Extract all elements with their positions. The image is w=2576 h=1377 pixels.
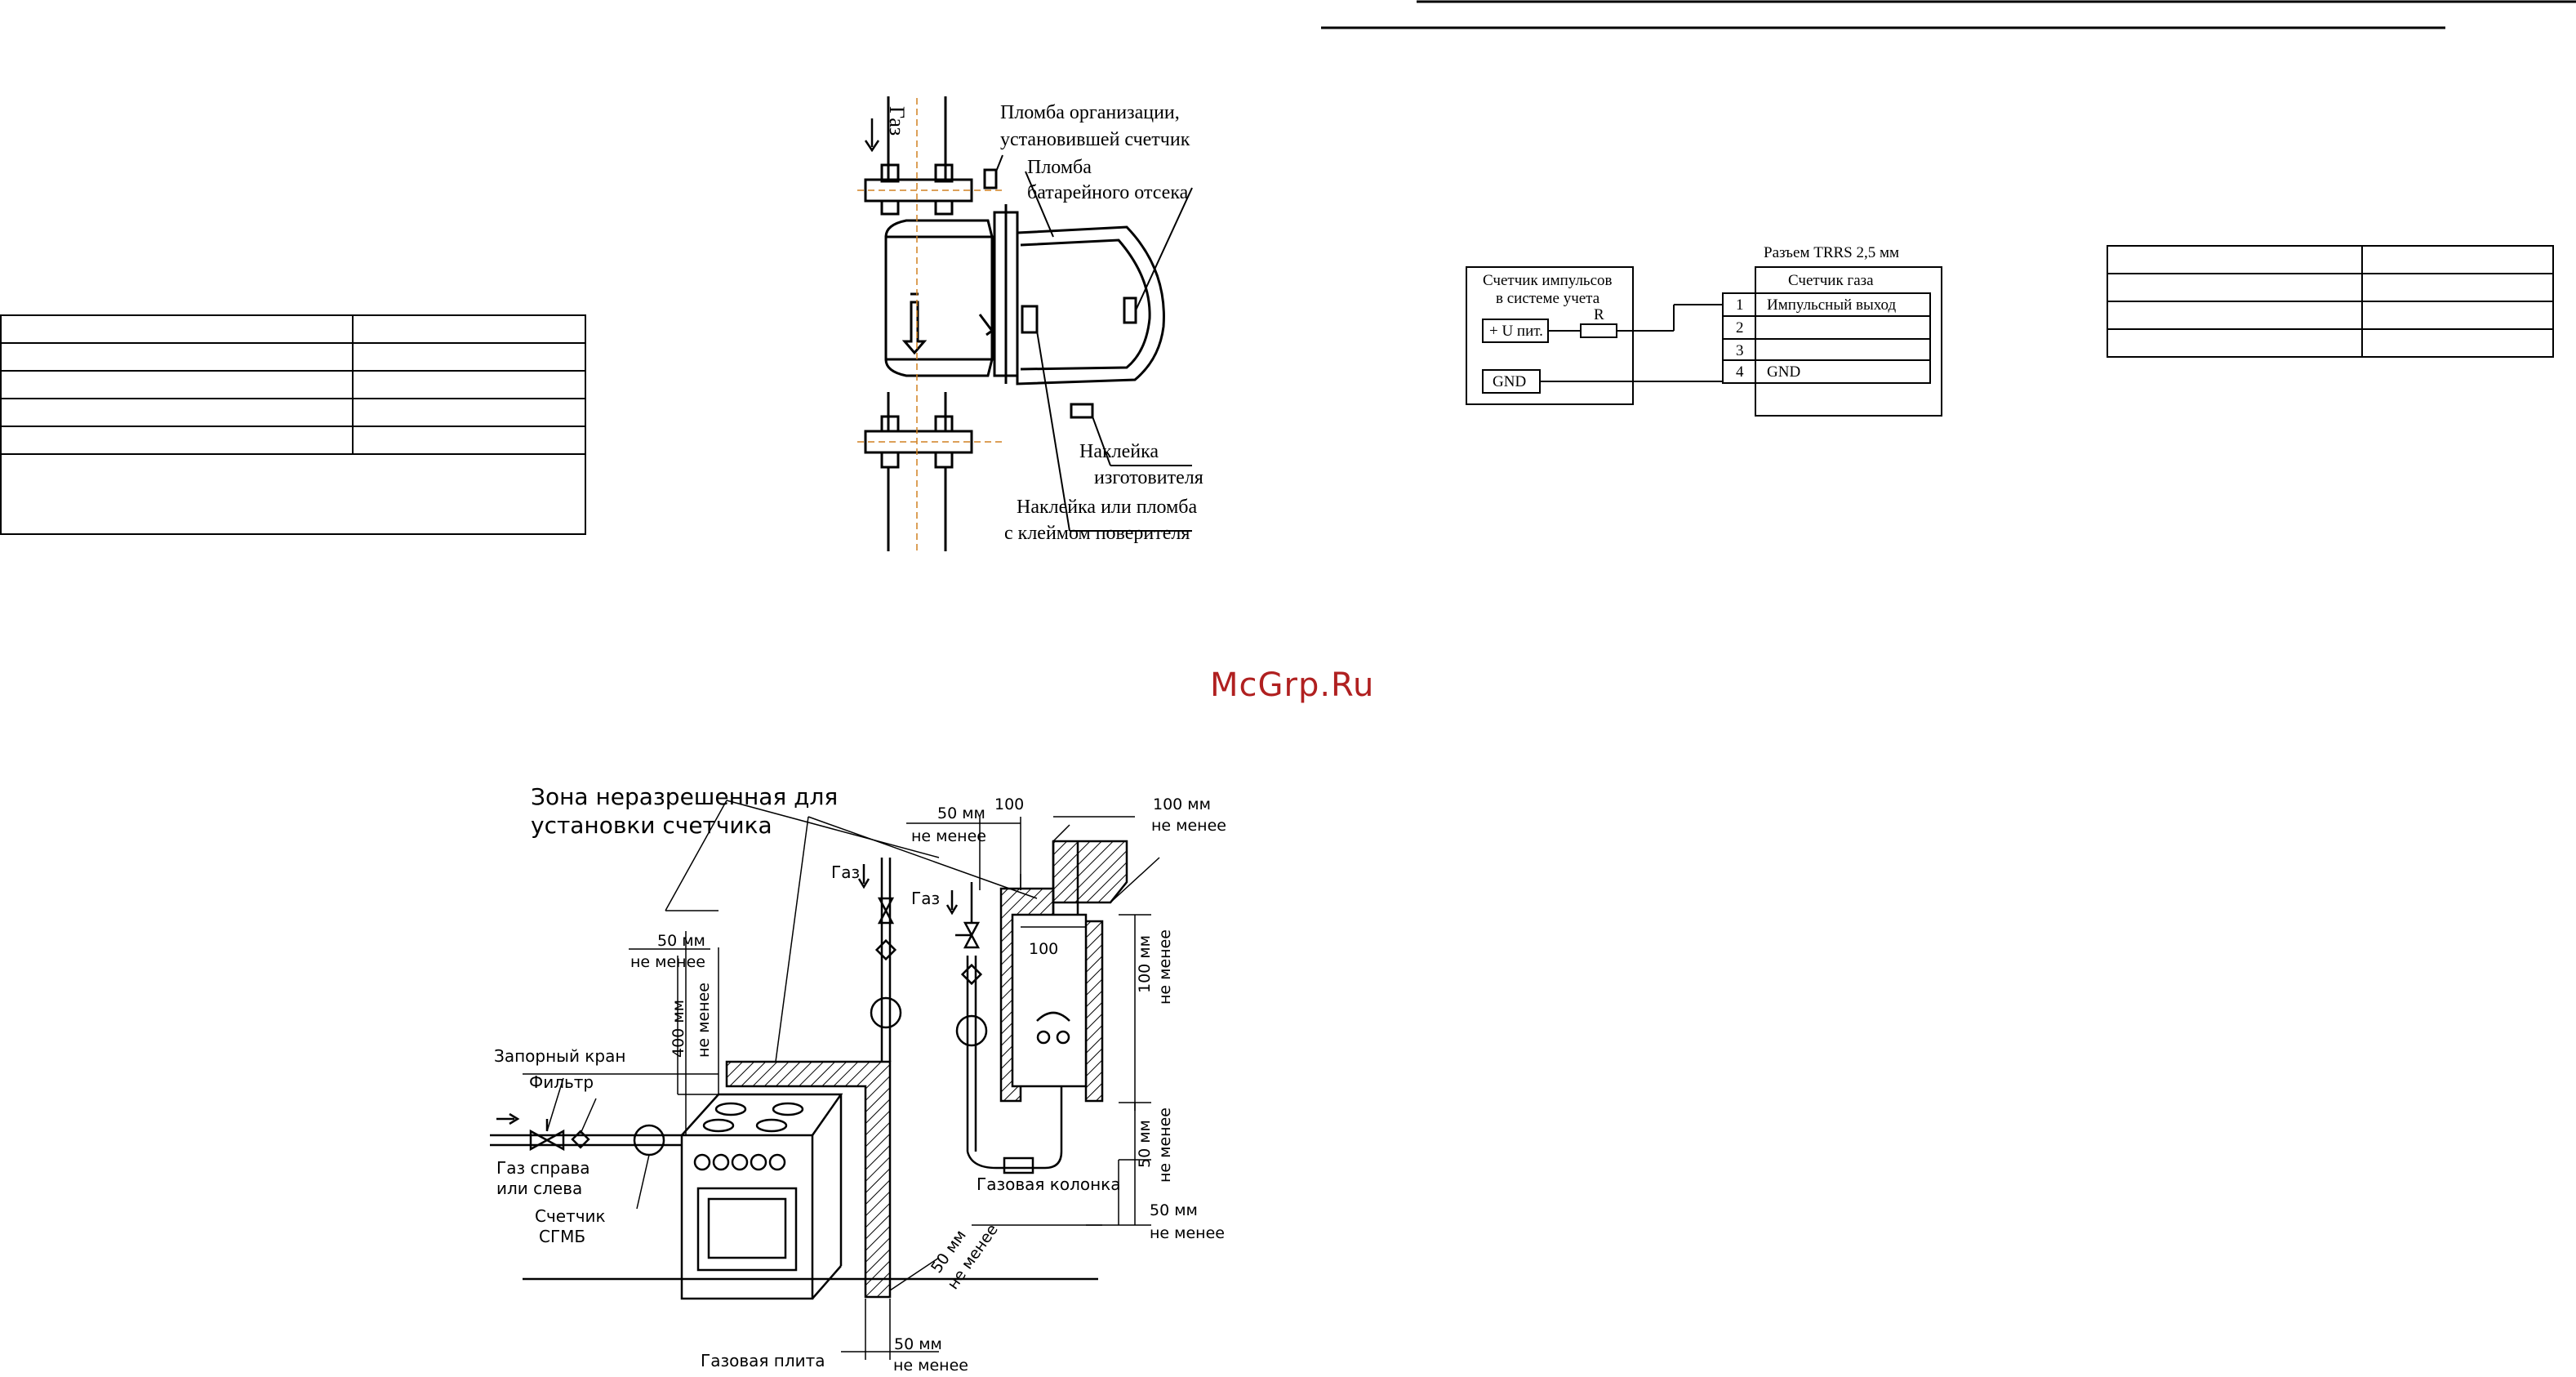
resistor-label: R bbox=[1594, 306, 1604, 323]
table-cell bbox=[0, 342, 354, 372]
pin-2-num: 2 bbox=[1736, 319, 1744, 336]
table-cell bbox=[0, 426, 354, 455]
table-row bbox=[0, 314, 586, 344]
gas-label: Газ bbox=[885, 106, 909, 136]
table-cell bbox=[0, 453, 586, 535]
callout-verifier-1: Наклейка или пломба bbox=[1017, 497, 1197, 518]
dim-400-not-less: не менее bbox=[695, 983, 713, 1058]
installation-diagram: Зона неразрешенная для установки счетчик… bbox=[490, 783, 1226, 1375]
dim-not-less-bottom-right: не менее bbox=[1150, 1224, 1225, 1242]
meter-label-1: Счетчик bbox=[535, 1206, 606, 1226]
table-cell bbox=[0, 398, 354, 427]
supply-label: + U пит. bbox=[1489, 323, 1543, 340]
callout-verifier-2: с клеймом поверителя bbox=[1004, 523, 1190, 544]
pin-1-label: Импульсный выход bbox=[1767, 296, 1896, 314]
dim-50mm-bottom-right: 50 мм bbox=[1150, 1201, 1198, 1219]
dim-not-less-left: не менее bbox=[630, 953, 705, 971]
callout-maker-1: Наклейка bbox=[1079, 441, 1159, 462]
dim-50mm-right: 50 мм bbox=[1136, 1120, 1154, 1168]
table-cell bbox=[352, 370, 586, 399]
callout-maker-2: изготовителя bbox=[1094, 467, 1203, 488]
dim-400: 400 мм bbox=[670, 1000, 687, 1058]
table-cell bbox=[0, 370, 354, 399]
dim-not-less-top: не менее bbox=[911, 827, 986, 845]
gas-side-label-2: или слева bbox=[496, 1179, 582, 1198]
heater-label: Газовая колонка bbox=[977, 1174, 1121, 1194]
table-cell bbox=[352, 426, 586, 455]
table-row bbox=[0, 370, 586, 399]
shutoff-valve-label: Запорный кран bbox=[494, 1046, 625, 1066]
filter-label: Фильтр bbox=[529, 1072, 594, 1092]
table-row bbox=[0, 398, 586, 427]
table-cell bbox=[352, 398, 586, 427]
table-cell bbox=[0, 314, 354, 344]
table-cell bbox=[2361, 328, 2554, 358]
dim-50-left: 50 мм bbox=[657, 932, 705, 950]
table-cell bbox=[2361, 273, 2554, 302]
table-cell bbox=[2361, 245, 2554, 274]
gnd-box-label: GND bbox=[1493, 373, 1526, 390]
callout-seal-org-1: Пломба организации, bbox=[1000, 102, 1180, 123]
dim-100mm-top-right: 100 мм bbox=[1153, 795, 1211, 813]
table-row bbox=[0, 426, 586, 455]
table-cell bbox=[352, 314, 586, 344]
callout-battery-2: батарейного отсека bbox=[1027, 182, 1189, 203]
pin-1-num: 1 bbox=[1736, 296, 1744, 314]
zone-label-2: установки счетчика bbox=[531, 812, 772, 839]
table-cell bbox=[2107, 273, 2363, 302]
table-row bbox=[2107, 245, 2554, 274]
gas-side-label-1: Газ справа bbox=[496, 1158, 590, 1178]
pin-3-num: 3 bbox=[1736, 342, 1744, 359]
callout-battery-1: Пломба bbox=[1027, 157, 1092, 178]
dim-50mm-bottom: 50 мм bbox=[894, 1335, 942, 1353]
right-blank-table bbox=[2107, 245, 2554, 358]
table-row bbox=[2107, 301, 2554, 330]
dim-100-inner: 100 bbox=[1029, 940, 1058, 958]
gas-meter-title: Счетчик газа bbox=[1788, 272, 1874, 289]
table-row bbox=[2107, 273, 2554, 302]
dim-50-top: 50 мм bbox=[937, 804, 985, 822]
meter-seals-figure: Газ Пломба организации, установившей сче… bbox=[857, 96, 1203, 551]
table-cell bbox=[352, 342, 586, 372]
table-cell bbox=[2107, 301, 2363, 330]
stove-label: Газовая плита bbox=[701, 1351, 825, 1370]
table-cell bbox=[2361, 301, 2554, 330]
wiring-diagram: Разъем TRRS 2,5 мм Счетчик газа Счетчик … bbox=[1466, 244, 1942, 417]
table-cell bbox=[2107, 328, 2363, 358]
zone-label-1: Зона неразрешенная для bbox=[531, 783, 838, 810]
counter-title-2: в системе учета bbox=[1496, 290, 1600, 307]
gas-label-stove: Газ bbox=[831, 862, 860, 882]
table-row bbox=[0, 453, 586, 535]
watermark: McGrp.Ru bbox=[1210, 666, 1375, 704]
gas-label-heater: Газ bbox=[911, 889, 940, 908]
counter-title-1: Счетчик импульсов bbox=[1483, 272, 1613, 289]
table-cell bbox=[2107, 245, 2363, 274]
pin-4-label: GND bbox=[1767, 363, 1800, 381]
meter-label-2: СГМБ bbox=[539, 1227, 585, 1246]
dim-not-less-top-right: не менее bbox=[1151, 817, 1226, 835]
table-row bbox=[2107, 328, 2554, 358]
dim-100-top: 100 bbox=[994, 795, 1024, 813]
dim-100mm-right-not-less: не менее bbox=[1156, 929, 1174, 1005]
connector-title: Разъем TRRS 2,5 мм bbox=[1764, 244, 1899, 261]
callout-seal-org-2: установившей счетчик bbox=[1000, 129, 1190, 150]
dim-100mm-right: 100 мм bbox=[1136, 935, 1154, 993]
dim-not-less-bottom: не менее bbox=[893, 1357, 968, 1375]
header-rules bbox=[1321, 0, 2576, 29]
table-row bbox=[0, 342, 586, 372]
left-blank-table bbox=[0, 314, 586, 535]
dim-50mm-right-not-less: не менее bbox=[1156, 1107, 1174, 1183]
pin-4-num: 4 bbox=[1736, 363, 1744, 381]
